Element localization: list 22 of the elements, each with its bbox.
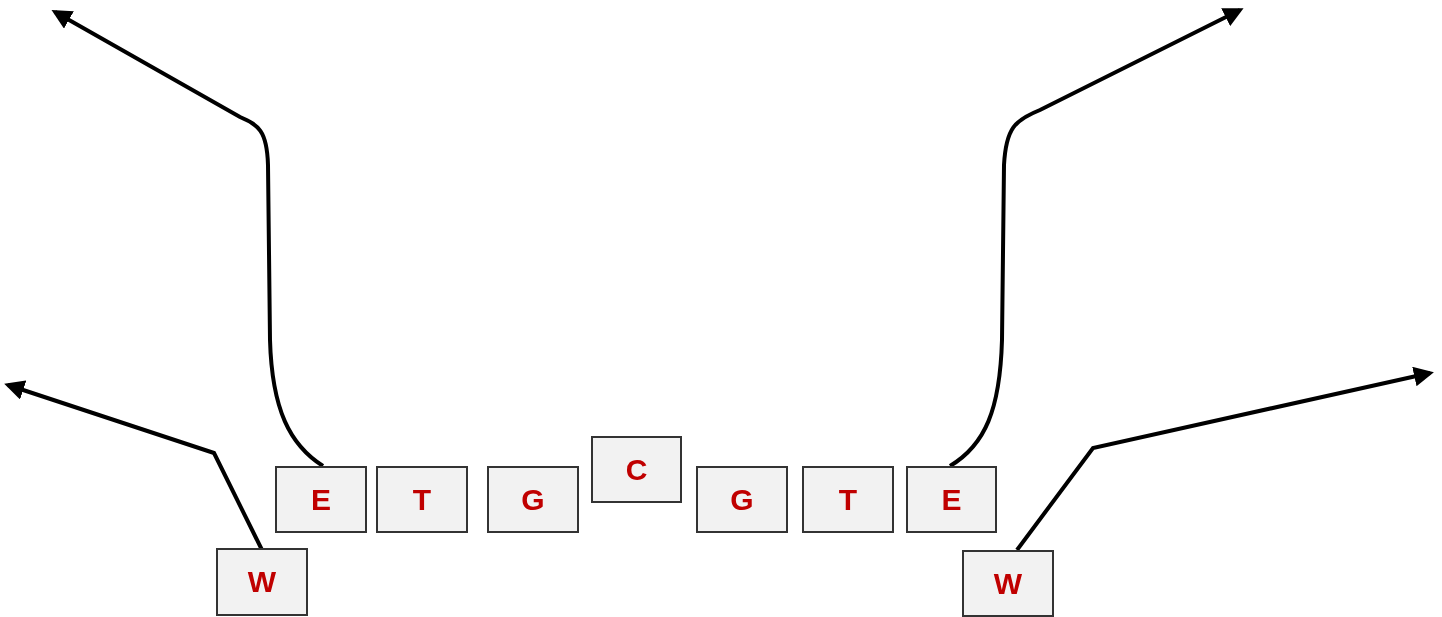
player-label: W bbox=[993, 566, 1023, 601]
route-arrow bbox=[4, 380, 264, 551]
player-box bbox=[962, 550, 1054, 617]
player-box bbox=[802, 466, 894, 533]
player-label: G bbox=[730, 482, 754, 517]
player-box bbox=[216, 548, 308, 616]
player-box bbox=[696, 466, 788, 533]
player-box bbox=[487, 466, 579, 533]
player-label: T bbox=[412, 482, 432, 517]
player-label: T bbox=[838, 482, 858, 517]
route-arrow bbox=[51, 10, 325, 468]
player-label: E bbox=[311, 482, 331, 517]
route-arrow bbox=[948, 8, 1244, 468]
player-label: E bbox=[941, 482, 962, 517]
player-box bbox=[376, 466, 468, 533]
player-label: W bbox=[247, 565, 277, 599]
player-label: C bbox=[625, 452, 648, 487]
route-arrow bbox=[1015, 366, 1434, 552]
player-box bbox=[275, 466, 367, 533]
player-box bbox=[591, 436, 682, 503]
player-label: G bbox=[521, 482, 545, 517]
player-box bbox=[906, 466, 997, 533]
